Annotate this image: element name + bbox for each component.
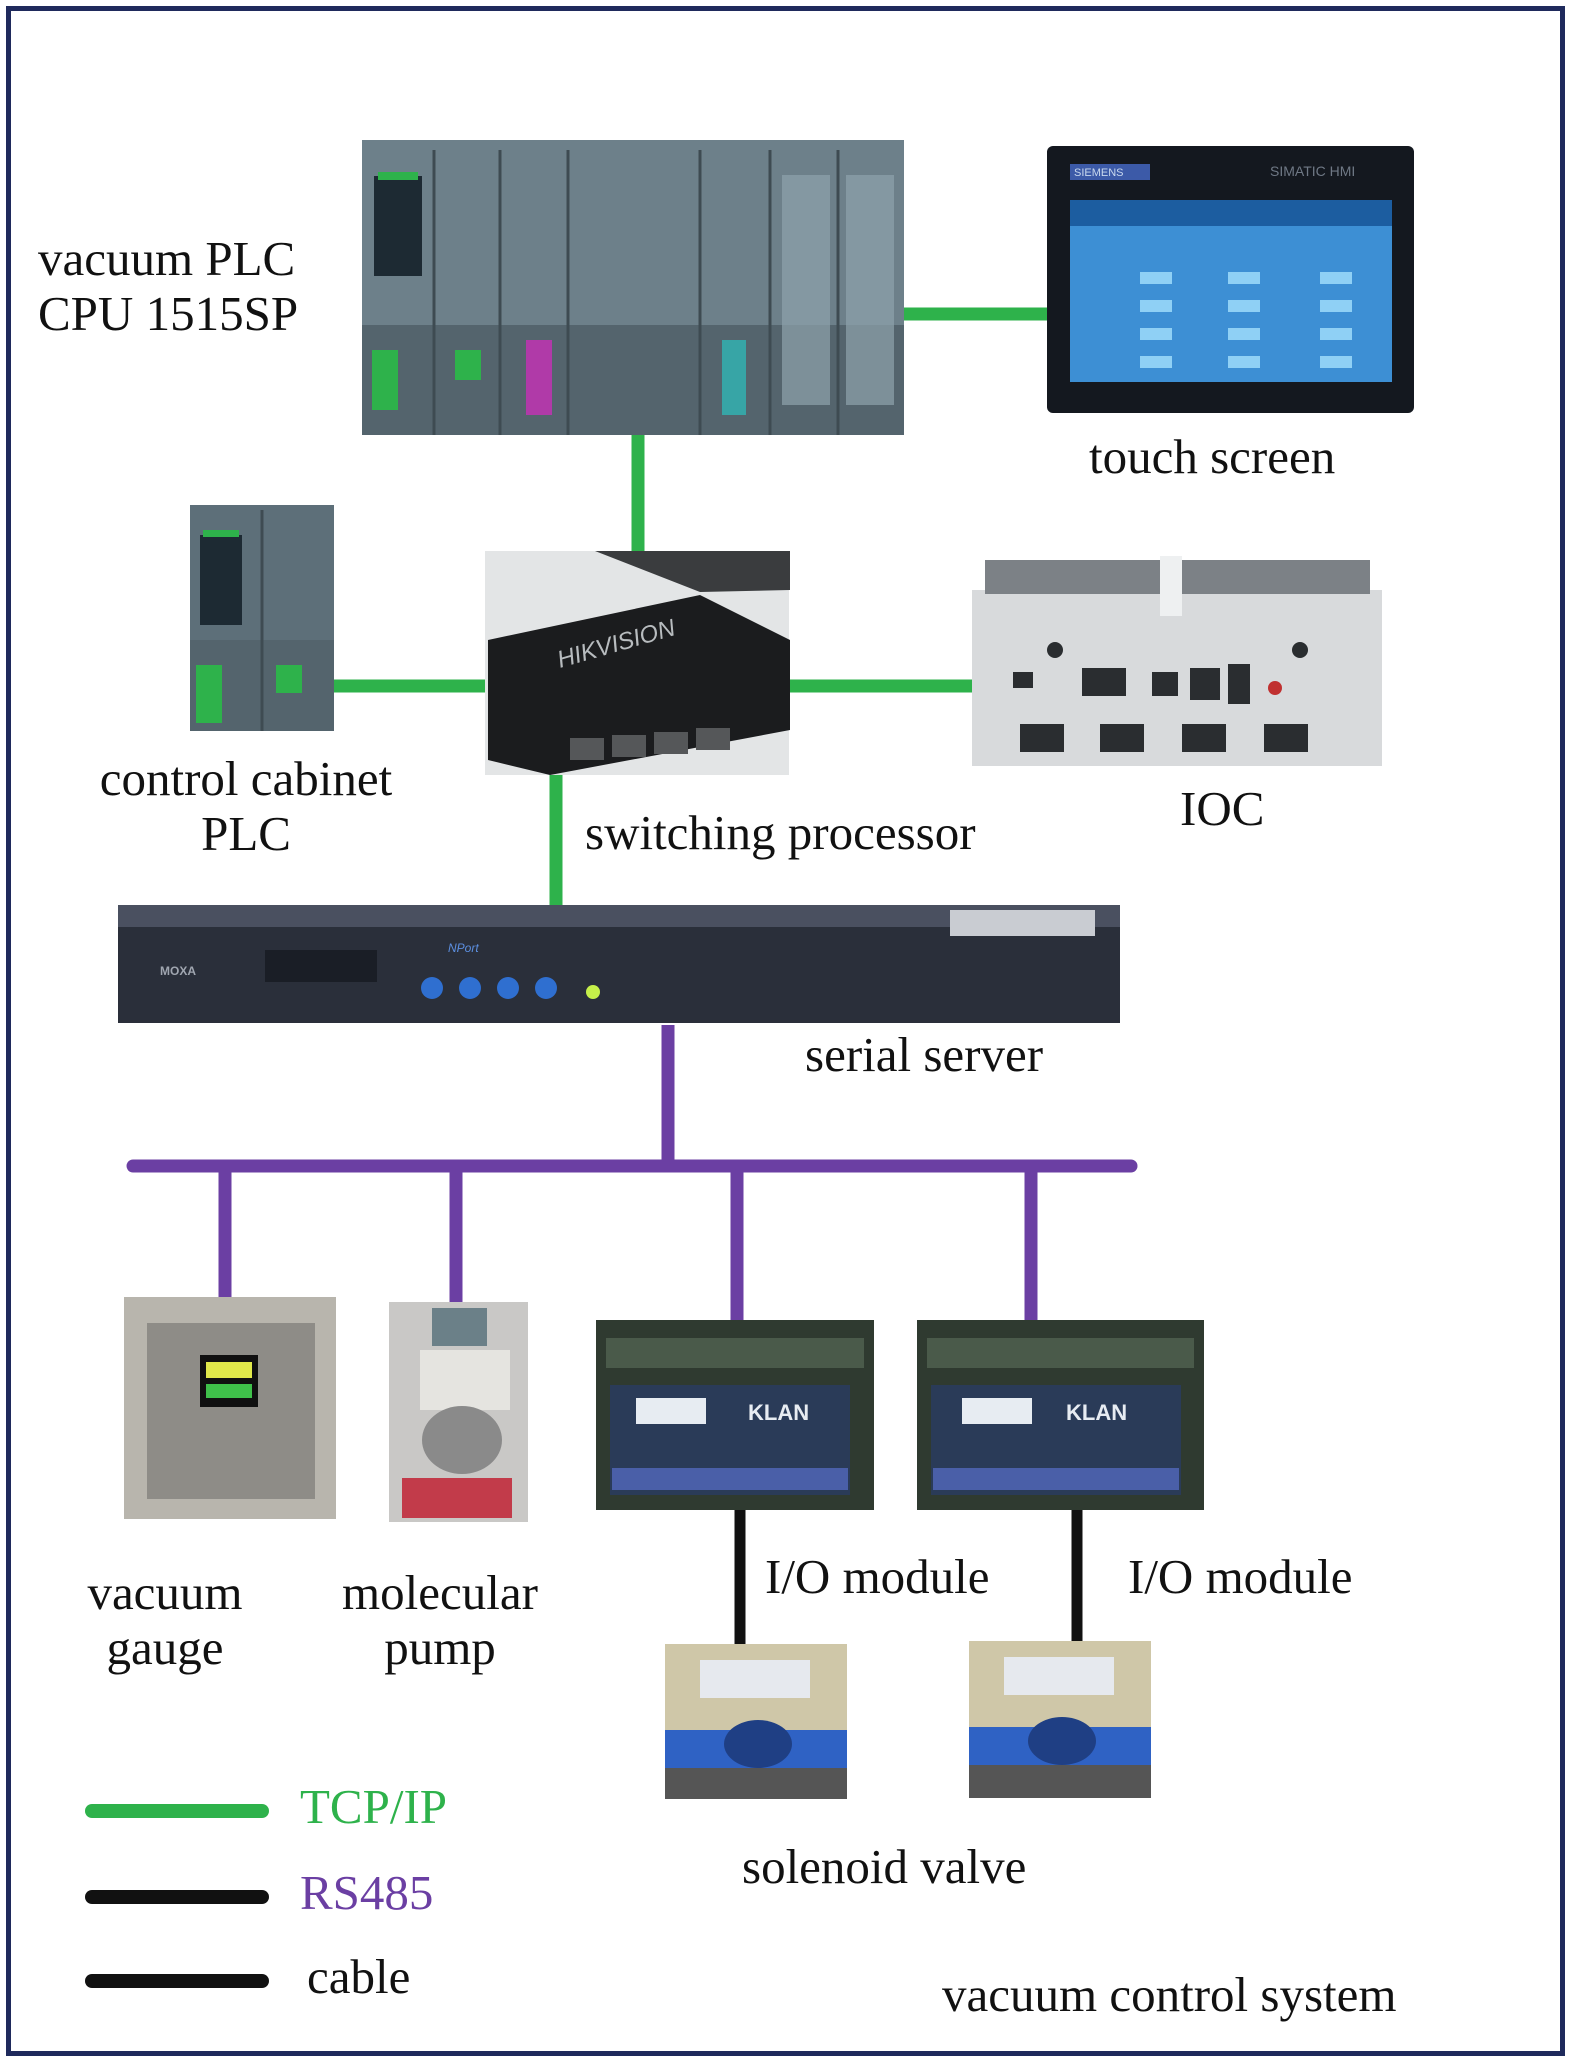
ioc-image: [972, 556, 1382, 766]
vacuum-gauge-image: [124, 1297, 336, 1519]
molecular-pump-label: molecular pump: [320, 1565, 560, 1676]
legend-rs485-label: RS485: [300, 1865, 434, 1920]
control-cabinet-plc-image: [190, 505, 334, 731]
io-module-1-label: I/O module: [765, 1549, 990, 1604]
vacuum-plc-label: vacuum PLC CPU 1515SP: [38, 231, 299, 342]
touch-screen-label: touch screen: [1089, 429, 1336, 484]
legend-tcp-label: TCP/IP: [300, 1779, 448, 1834]
serial-brand-text: MOXA: [160, 964, 196, 978]
control-cabinet-label-line2: PLC: [201, 805, 291, 861]
io1-brand-text: KLAN: [748, 1400, 809, 1425]
ioc-label: IOC: [1180, 781, 1265, 836]
solenoid-valve-label: solenoid valve: [742, 1839, 1027, 1894]
io-module-2-image: KLAN: [917, 1320, 1204, 1510]
vacuum-gauge-label-line1: vacuum: [87, 1565, 243, 1620]
molecular-pump-label-line2: pump: [384, 1619, 496, 1675]
diagram-frame: [6, 6, 1565, 2056]
control-cabinet-label: control cabinet PLC: [60, 751, 432, 862]
legend-swatches: [85, 1804, 269, 1988]
hmi-model-text: SIMATIC HMI: [1270, 163, 1355, 179]
molecular-pump-label-line1: molecular: [342, 1565, 538, 1620]
tcp-connections: [332, 307, 1050, 906]
io-module-2-label: I/O module: [1128, 1549, 1353, 1604]
vacuum-gauge-label-line2: gauge: [106, 1619, 224, 1675]
cable-connections: [734, 1509, 1083, 1646]
solenoid-valve-2-image: [969, 1641, 1151, 1798]
hmi-brand-text: SIEMENS: [1074, 167, 1124, 179]
legend-cable-label: cable: [307, 1949, 411, 2004]
serial-server-image: MOXA NPort: [118, 905, 1120, 1023]
io-module-1-image: KLAN: [596, 1320, 874, 1510]
serial-product-text: NPort: [448, 941, 479, 955]
control-cabinet-label-line1: control cabinet: [99, 751, 393, 806]
system-name-label: vacuum control system: [942, 1967, 1397, 2022]
switching-processor-label: switching processor: [585, 805, 976, 860]
touch-screen-image: SIEMENS SIMATIC HMI: [1047, 146, 1414, 413]
vacuum-plc-label-line1: vacuum PLC: [38, 231, 296, 286]
io2-brand-text: KLAN: [1066, 1400, 1127, 1425]
vacuum-gauge-label: vacuum gauge: [55, 1565, 275, 1676]
rs485-connections: [126, 1025, 1138, 1322]
serial-server-label: serial server: [805, 1027, 1044, 1082]
vacuum-plc-label-line2: CPU 1515SP: [38, 285, 299, 341]
switching-processor-image: HIKVISION: [485, 551, 790, 775]
vacuum-plc-image: [362, 140, 904, 435]
solenoid-valve-1-image: [665, 1644, 847, 1799]
molecular-pump-image: [389, 1302, 528, 1522]
